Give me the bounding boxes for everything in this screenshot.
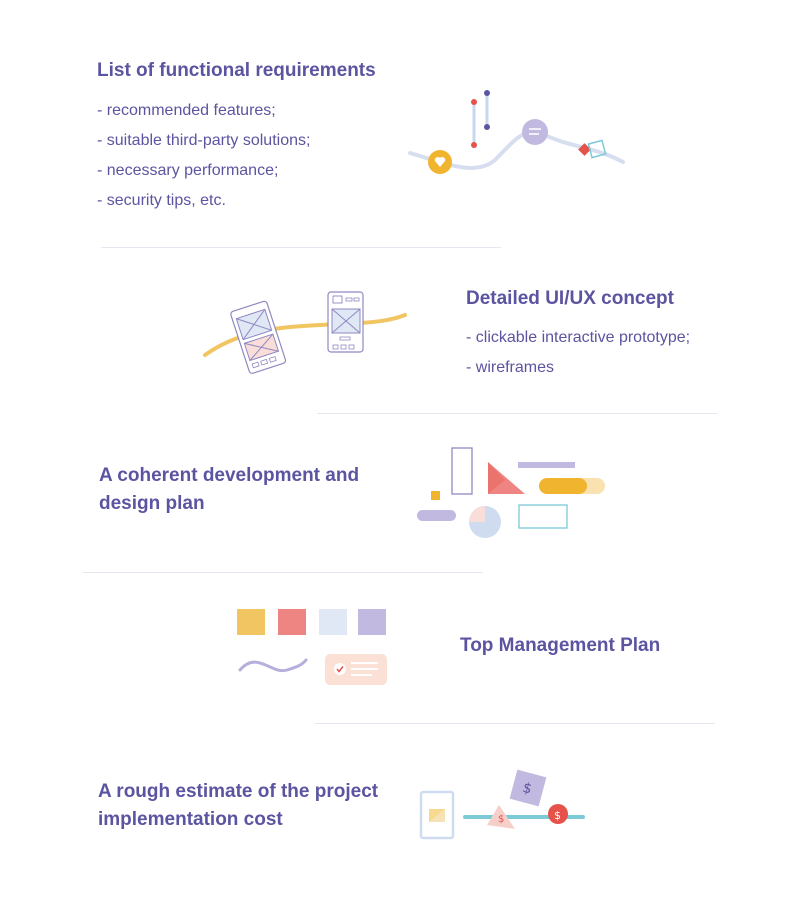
- list-item: - recommended features;: [97, 102, 276, 119]
- uiux-list: - clickable interactive prototype; - wir…: [466, 323, 766, 383]
- list-item: - necessary performance;: [97, 162, 279, 179]
- section-divider: [83, 572, 483, 573]
- requirements-list: - recommended features; - suitable third…: [97, 96, 397, 216]
- list-item: - clickable interactive prototype;: [466, 329, 691, 346]
- svg-text:$: $: [521, 780, 534, 798]
- section-divider: [317, 413, 717, 414]
- list-item: - security tips, etc.: [97, 192, 226, 209]
- section-title: A rough estimate of the project implemen…: [98, 781, 379, 830]
- section-divider: [315, 723, 715, 724]
- svg-text:$: $: [498, 814, 504, 825]
- section-title: A coherent development and design plan: [99, 465, 360, 514]
- svg-text:$: $: [554, 809, 561, 822]
- wireframe-phones-illustration: [203, 291, 407, 374]
- color-swatches-illustration: [237, 609, 387, 685]
- section-title: Detailed UI/UX concept: [466, 288, 674, 309]
- list-item: - suitable third-party solutions;: [97, 132, 311, 149]
- list-item: - wireframes: [466, 359, 555, 376]
- section-divider: [101, 247, 501, 248]
- geometric-shapes-illustration: [417, 447, 605, 538]
- cost-estimate-illustration: $ $ $: [419, 769, 585, 840]
- section-title: Top Management Plan: [460, 635, 661, 656]
- section-title: List of functional requirements: [97, 60, 376, 81]
- timeline-path-illustration: [408, 90, 625, 174]
